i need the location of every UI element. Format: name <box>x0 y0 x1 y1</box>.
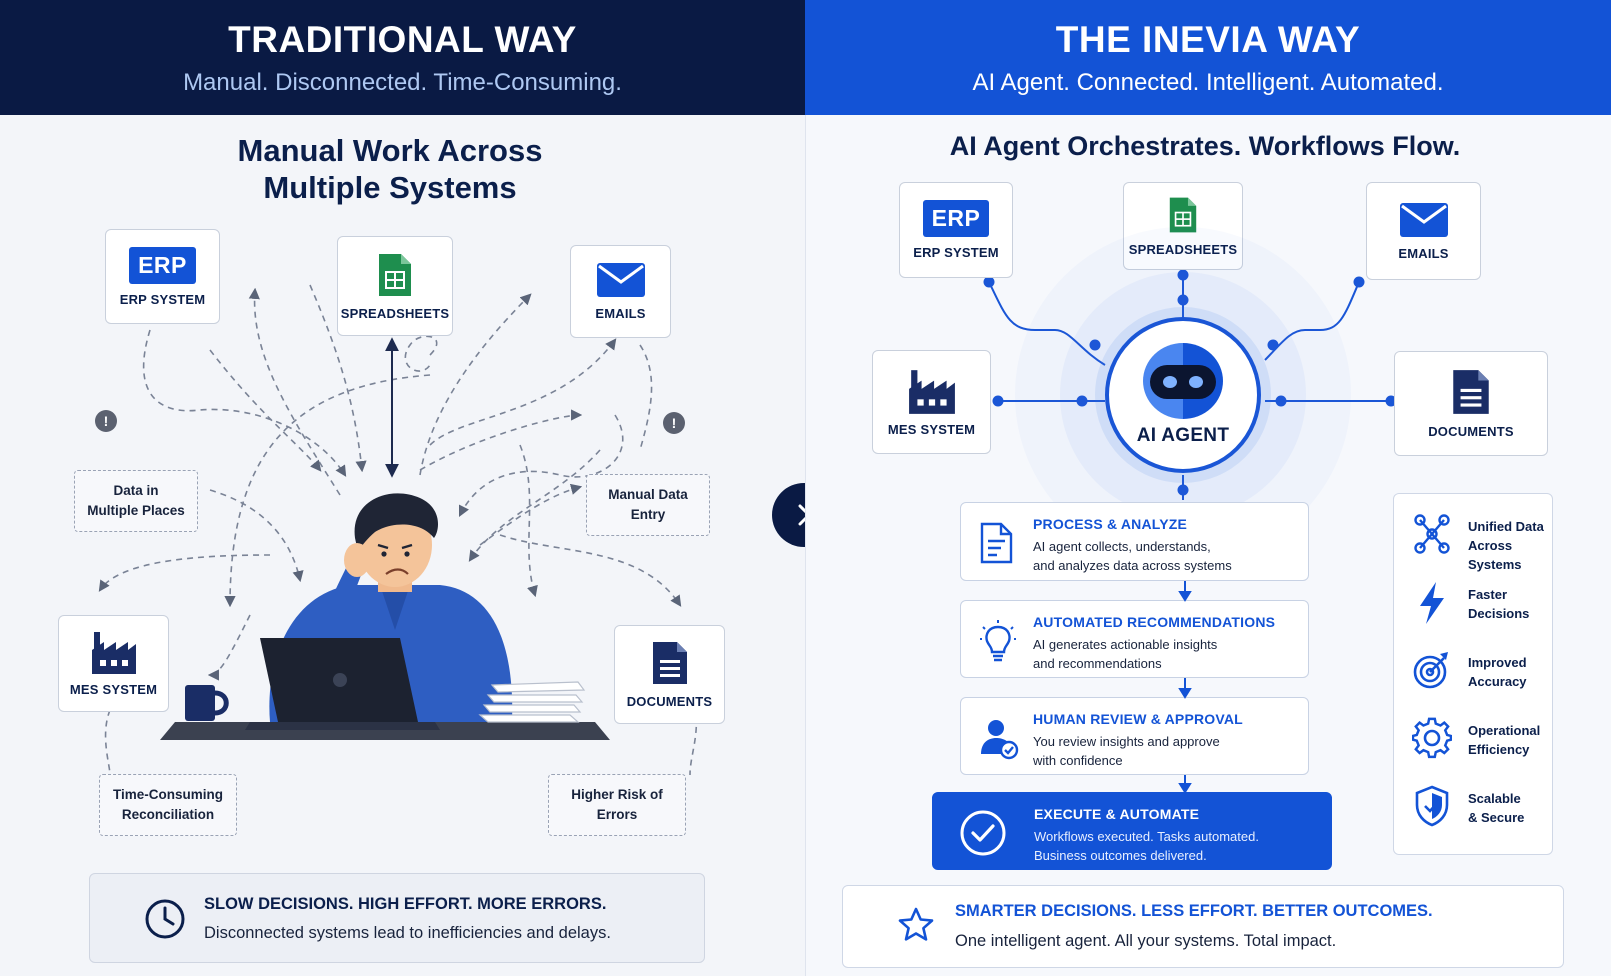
step-automated-recommendations: AUTOMATED RECOMMENDATIONS AI generates a… <box>960 600 1309 678</box>
traditional-section-title: Manual Work Across Multiple Systems <box>190 132 590 206</box>
user-approval-icon <box>981 720 1019 760</box>
legacy-spreadsheets-label: SPREADSHEETS <box>340 305 450 321</box>
document-analysis-icon <box>980 522 1013 564</box>
traditional-summary-text: Disconnected systems lead to inefficienc… <box>204 924 611 942</box>
legacy-documents-label: DOCUMENTS <box>626 694 713 709</box>
inevia-subtitle: AI Agent. Connected. Intelligent. Automa… <box>972 68 1444 96</box>
target-icon <box>1413 652 1448 689</box>
inevia-summary-banner: SMARTER DECISIONS. LESS EFFORT. BETTER O… <box>842 885 1564 968</box>
mes-card: MES SYSTEM <box>872 350 991 454</box>
ai-agent-label: AI AGENT <box>1136 425 1230 446</box>
documents-label: DOCUMENTS <box>1428 424 1514 439</box>
benefit-scalable-secure: Scalable& Secure <box>1394 778 1554 838</box>
legacy-mes-card: MES SYSTEM <box>58 615 169 712</box>
clock-icon <box>145 899 185 939</box>
spreadsheet-icon <box>1169 197 1197 232</box>
spreadsheet-icon <box>379 253 411 296</box>
shield-icon <box>1415 785 1449 827</box>
spreadsheets-label: SPREADSHEETS <box>1128 241 1238 257</box>
emails-label: EMAILS <box>1398 245 1449 261</box>
traditional-summary-headline: SLOW DECISIONS. HIGH EFFORT. MORE ERRORS… <box>204 895 607 913</box>
legacy-mes-label: MES SYSTEM <box>69 682 158 697</box>
network-icon <box>1414 514 1450 554</box>
erp-label: ERP SYSTEM <box>913 245 999 260</box>
inevia-section-title: AI Agent Orchestrates. Workflows Flow. <box>949 131 1461 161</box>
erp-logo: ERP <box>129 246 196 284</box>
inevia-header: THE INEVIA WAY AI Agent. Connected. Inte… <box>805 0 1611 115</box>
envelope-icon <box>596 263 645 297</box>
traditional-title: TRADITIONAL WAY <box>228 18 577 60</box>
gear-icon <box>1412 717 1452 759</box>
factory-icon <box>908 369 955 414</box>
traditional-subtitle: Manual. Disconnected. Time-Consuming. <box>183 68 622 96</box>
legacy-documents-card: DOCUMENTS <box>614 625 725 724</box>
traditional-section-title-line1: Manual Work Across <box>237 133 543 168</box>
lightbulb-icon <box>980 620 1016 662</box>
legacy-erp-card: ERP ERP SYSTEM <box>105 229 220 324</box>
legacy-spreadsheets-card: SPREADSHEETS <box>337 236 453 336</box>
lightning-icon <box>1420 582 1444 624</box>
robot-icon <box>1143 343 1223 419</box>
chaos-arrows <box>98 284 698 776</box>
spreadsheets-card: SPREADSHEETS <box>1123 182 1243 270</box>
envelope-icon <box>1399 202 1448 237</box>
documents-card: DOCUMENTS <box>1394 351 1548 456</box>
legacy-emails-label: EMAILS <box>595 306 646 321</box>
document-icon <box>652 642 687 684</box>
star-icon <box>898 907 934 941</box>
inevia-summary-headline: SMARTER DECISIONS. LESS EFFORT. BETTER O… <box>955 902 1433 920</box>
emails-card: EMAILS <box>1366 182 1481 280</box>
agent-connectors <box>983 269 1397 500</box>
legacy-emails-card: EMAILS <box>570 245 671 338</box>
traditional-header: TRADITIONAL WAY Manual. Disconnected. Ti… <box>0 0 805 115</box>
step-process-analyze: PROCESS & ANALYZE AI agent collects, und… <box>960 502 1309 581</box>
inevia-summary-text: One intelligent agent. All your systems.… <box>955 932 1337 950</box>
alert-icon: ! <box>95 410 117 432</box>
traditional-summary-banner: SLOW DECISIONS. HIGH EFFORT. MORE ERRORS… <box>89 873 705 963</box>
traditional-section-title-line2: Multiple Systems <box>263 170 517 206</box>
stressed-worker-illustration <box>160 493 610 740</box>
erp-card: ERP ERP SYSTEM <box>899 182 1013 278</box>
legacy-erp-label: ERP SYSTEM <box>119 291 206 307</box>
mes-label: MES SYSTEM <box>887 421 976 437</box>
erp-logo: ERP <box>922 200 990 237</box>
factory-icon <box>91 632 136 674</box>
inevia-title: THE INEVIA WAY <box>1055 18 1361 60</box>
alert-icon: ! <box>663 412 685 434</box>
ai-agent-hub: AI AGENT <box>1105 317 1261 473</box>
step-execute-automate: EXECUTE & AUTOMATE Workflows executed. T… <box>932 792 1332 870</box>
step-flow-arrows <box>1178 581 1192 794</box>
step-human-review: HUMAN REVIEW & APPROVAL You review insig… <box>960 697 1309 775</box>
check-circle-icon <box>960 810 1006 856</box>
document-icon <box>1453 370 1489 414</box>
